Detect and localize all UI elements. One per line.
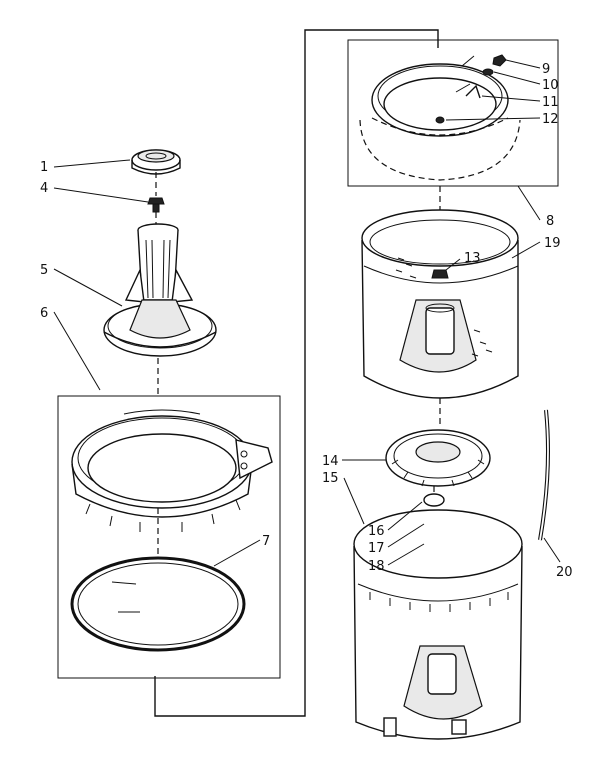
part-8-balance-ring[interactable] [359, 55, 521, 181]
part-16-bearing[interactable] [423, 493, 445, 507]
part-1-cap[interactable] [131, 149, 181, 175]
callout-9: 9 [542, 62, 550, 77]
callout-19: 19 [544, 236, 561, 251]
callout-7: 7 [262, 534, 270, 549]
callout-4: 4 [40, 181, 48, 196]
part-6-tub-ring[interactable] [71, 409, 273, 532]
part-20-hose[interactable] [538, 409, 550, 541]
part-12-screw[interactable] [435, 116, 445, 124]
part-19-spin-basket[interactable] [361, 209, 519, 399]
callout-11: 11 [542, 95, 559, 110]
callout-1: 1 [40, 160, 48, 175]
part-7-seal-ring[interactable] [70, 556, 246, 652]
leader-lines [53, 59, 561, 567]
part-14-brake-ring[interactable] [385, 429, 491, 487]
callout-14: 14 [322, 454, 339, 469]
part-8-group-box [347, 39, 559, 187]
assembly-connector-line [154, 29, 439, 717]
part-13-nut[interactable] [431, 269, 449, 279]
part-6-group-box [57, 395, 281, 679]
callout-12: 12 [542, 112, 559, 127]
callout-16: 16 [368, 524, 385, 539]
part-5-agitator[interactable] [103, 223, 217, 357]
callout-17: 17 [368, 541, 385, 556]
callout-18: 18 [368, 559, 385, 574]
part-9-nut[interactable] [492, 54, 507, 67]
callout-10: 10 [542, 78, 559, 93]
callout-20: 20 [556, 565, 573, 580]
part-15-outer-tub[interactable] [353, 509, 523, 740]
part-4-fastener[interactable] [147, 197, 165, 213]
callout-5: 5 [40, 263, 48, 278]
part-11-bracket[interactable] [465, 84, 481, 99]
callout-13: 13 [464, 251, 481, 266]
callout-6: 6 [40, 306, 48, 321]
callout-15: 15 [322, 471, 339, 486]
part-10-washer[interactable] [482, 68, 494, 76]
callout-8: 8 [546, 214, 554, 229]
